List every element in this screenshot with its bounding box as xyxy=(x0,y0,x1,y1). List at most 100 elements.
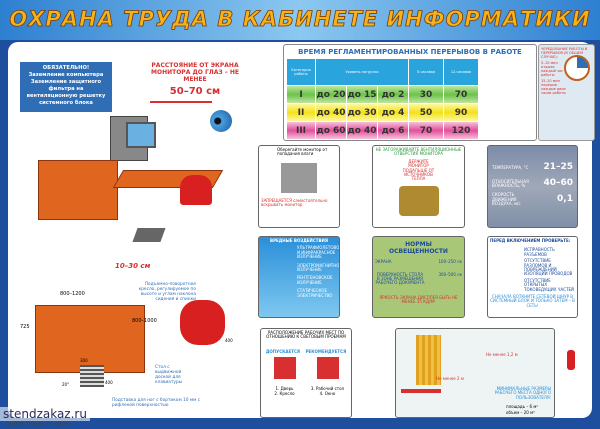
header-cell: Категория работы xyxy=(287,59,315,85)
legend-item: 1. Дверь xyxy=(275,386,294,392)
light-label: ПОВЕРХНОСТЬ СТОЛА В ЗОНЕ РАЗМЕЩЕНИЯ РАБО… xyxy=(375,271,425,286)
schedule-title: ЧЕРЕДОВАНИЕ РАБОТЫ И ПЕРЕРЫВОВ (В ОБЩЕМ … xyxy=(541,47,588,59)
cell: до 40 xyxy=(316,104,346,121)
tile-lighting: НОРМЫ ОСВЕЩЕННОСТИ ЭКРАНА 100–250 лк ПОВЕ… xyxy=(372,236,465,318)
room-distance-1: Не менее 1,2 м xyxy=(486,352,518,357)
chair-size: 400 xyxy=(225,338,233,343)
header-cell: 5-часовая xyxy=(409,59,443,85)
breaks-title: ВРЕМЯ РЕГЛАМЕНТИРОВАННЫХ ПЕРЕРЫВОВ В РАБ… xyxy=(298,48,522,56)
climate-label: ТЕМПЕРАТУРА, °С xyxy=(492,164,529,170)
tile-monitor-care: Оберегайте монитор от попадания влаги ЗА… xyxy=(258,145,340,228)
header-cell: 12-часовая xyxy=(444,59,478,85)
desk-top-illustration xyxy=(38,160,118,220)
clock-icon xyxy=(564,55,590,81)
cell: 50 xyxy=(409,104,443,121)
distance-value: 50–70 см xyxy=(169,86,221,97)
light-label: ЭКРАНА xyxy=(375,259,392,265)
table-note: Стол с выдвижной доской для клавиатуры xyxy=(155,365,183,385)
chair-illustration xyxy=(180,300,225,345)
layout-title: РАСПОЛОЖЕНИЕ РАБОЧИХ МЕСТ ПО ОТНОШЕНИЮ К… xyxy=(266,330,346,340)
check-item: ОТСУТСТВИЕ РАЗЛОМОВ И ПОВРЕЖДЕНИЙ ИЗОЛЯЦ… xyxy=(524,258,573,277)
footrest-note: Подставка для ног с бортиком 10 мм с риф… xyxy=(112,398,201,408)
schedule-b: 15–20 мин перерыв каждые двое часов рабо… xyxy=(541,79,566,95)
break-schedule: ЧЕРЕДОВАНИЕ РАБОТЫ И ПЕРЕРЫВОВ (В ОБЩЕМ … xyxy=(538,44,595,141)
eye-icon xyxy=(210,110,232,132)
mandatory-note: ОБЯЗАТЕЛЬНО!Заземление компьютера Заземл… xyxy=(20,62,112,112)
cell: до 40 xyxy=(347,122,377,139)
tile-harmful-effects: ВРЕДНЫЕ ВОЗДЕЙСТВИЯ УЛЬТРАФИОЛЕТОВОЕ И И… xyxy=(258,236,340,318)
cell: 90 xyxy=(444,104,478,121)
keyboard-distance: 10–30 см xyxy=(115,262,151,270)
footrest-angle: 20° xyxy=(62,382,70,387)
chair-note: Подъемно-поворотное кресло, регулируемое… xyxy=(138,282,196,302)
room-area: площадь – 6 м² xyxy=(506,404,538,409)
keyboard-illustration xyxy=(132,228,166,242)
cell: до 4 xyxy=(378,104,408,121)
desk-width: 800–1200 xyxy=(60,291,85,297)
footrest-depth: 400 xyxy=(105,380,113,385)
poster-title: ОХРАНА ТРУДА В КАБИНЕТЕ ИНФОРМАТИКИ xyxy=(9,7,591,32)
breaks-table: ВРЕМЯ РЕГЛАМЕНТИРОВАННЫХ ПЕРЕРЫВОВ В РАБ… xyxy=(283,44,537,141)
harm-item: СТАТИЧЕСКОЕ ЭЛЕКТРИЧЕСТВО xyxy=(297,288,333,298)
cell: до 15 xyxy=(347,86,377,103)
monitor-illustration xyxy=(281,162,317,193)
header-cell: Уровень нагрузки xyxy=(316,59,408,85)
cell: II xyxy=(287,104,315,121)
cell: до 30 xyxy=(347,104,377,121)
cell: 70 xyxy=(409,122,443,139)
climate-value: 40–60 xyxy=(543,178,573,189)
legend-item: 4. Окно xyxy=(319,390,336,396)
note-head: ОБЯЗАТЕЛЬНО! xyxy=(42,65,90,71)
tile-check: ПЕРЕД ВКЛЮЧЕНИЕМ ПРОВЕРЬТЕ: ИСПРАВНОСТЬ … xyxy=(487,236,578,318)
cell: III xyxy=(287,122,315,139)
room-distance-2: Не менее 2 м xyxy=(436,376,464,381)
distance-arrow xyxy=(150,101,212,103)
footrest-illustration xyxy=(80,365,104,387)
desk-layout-icon xyxy=(273,357,296,380)
note-text: Заземление компьютера Заземление защитно… xyxy=(26,72,106,106)
cell: до 6 xyxy=(378,122,408,139)
check-title: ПЕРЕД ВКЛЮЧЕНИЕМ ПРОВЕРЬТЕ: xyxy=(490,238,571,243)
desk-depth: 800–1000 xyxy=(132,318,157,324)
harm-item: УЛЬТРАФИОЛЕТОВОЕ И ИНФРАКРАСНОЕ ИЗЛУЧЕНИ… xyxy=(297,245,340,260)
light-note: ЯРКОСТЬ ЭКРАНА ДИСПЛЕЯ БЫТЬ НЕ МЕНЕЕ 35 … xyxy=(379,294,458,305)
table-illustration xyxy=(401,389,441,393)
monitor-screen xyxy=(126,122,156,148)
schedule-a: 5–10 мин отдыха каждый час работы xyxy=(541,61,564,77)
light-value: 100–250 лк xyxy=(438,259,462,265)
cell: 30 xyxy=(409,86,443,103)
check-item: ИСПРАВНОСТЬ РАЗЪЕМОВ xyxy=(524,247,555,257)
curtain-illustration xyxy=(416,335,441,385)
tile-room: Не менее 1,2 м Не менее 2 м МИНИМАЛЬНЫЕ … xyxy=(395,328,555,418)
legend-item: 2. Кресло xyxy=(274,390,295,396)
tile-ventilation: НЕ ЗАГОРАЖИВАЙТЕ ВЕНТИЛЯЦИОННЫЕ ОТВЕРСТИ… xyxy=(372,145,465,228)
vent-mid: ДЕРЖИТЕ МОНИТОР ПОДАЛЬШЕ ОТ ИСТОЧНИКОВ Т… xyxy=(402,158,435,182)
desk-layout-icon xyxy=(316,357,339,380)
tile-climate: ТЕМПЕРАТУРА, °С 21–25 ОТНОСИТЕЛЬНАЯ ВЛАЖН… xyxy=(487,145,578,228)
cell: 70 xyxy=(444,86,478,103)
cell: до 60 xyxy=(316,122,346,139)
tile-layout: РАСПОЛОЖЕНИЕ РАБОЧИХ МЕСТ ПО ОТНОШЕНИЮ К… xyxy=(260,328,352,418)
footrest-width: 300 xyxy=(80,358,88,363)
watermark: stendzakaz.ru xyxy=(0,407,90,421)
fire-extinguisher-icon xyxy=(567,350,575,370)
vent-top: НЕ ЗАГОРАЖИВАЙТЕ ВЕНТИЛЯЦИОННЫЕ ОТВЕРСТИ… xyxy=(375,147,462,157)
distance-label: РАССТОЯНИЕ ОТ ЭКРАНА МОНИТОРА ДО ГЛАЗ – … xyxy=(151,62,239,83)
harm-title: ВРЕДНЫЕ ВОЗДЕЙСТВИЯ xyxy=(270,238,328,243)
harm-item: ЭЛЕКТРОМАГНИТНОЕ ИЗЛУЧЕНИЕ xyxy=(297,262,340,272)
watermark-sub: Любые стенды на заказ xyxy=(6,421,70,427)
climate-value: 21–25 xyxy=(543,162,573,173)
monitor-care-bottom: ЗАПРЕЩАЕТСЯ самостоятельно вскрывать мон… xyxy=(261,197,328,208)
legend-item: 3. Рабочий стол xyxy=(310,386,345,392)
cell: I xyxy=(287,86,315,103)
climate-label: ОТНОСИТЕЛЬНАЯ ВЛАЖНОСТЬ, % xyxy=(492,178,529,188)
desk-diagram xyxy=(35,305,145,373)
cell: до 20 xyxy=(316,86,346,103)
statue-illustration xyxy=(398,185,439,216)
check-note: СНАЧАЛА ВОТКНИТЕ СЕТЕВОЙ ШНУР В СИСТЕМНЫ… xyxy=(490,293,575,308)
light-title: НОРМЫ ОСВЕЩЕННОСТИ xyxy=(389,241,448,255)
light-value: 300–500 лк xyxy=(438,271,462,277)
layout-recommended: РЕКОМЕНДУЕТСЯ xyxy=(305,348,347,354)
cell: до 2 xyxy=(378,86,408,103)
layout-allowed: ДОПУСКАЕТСЯ xyxy=(265,348,300,354)
